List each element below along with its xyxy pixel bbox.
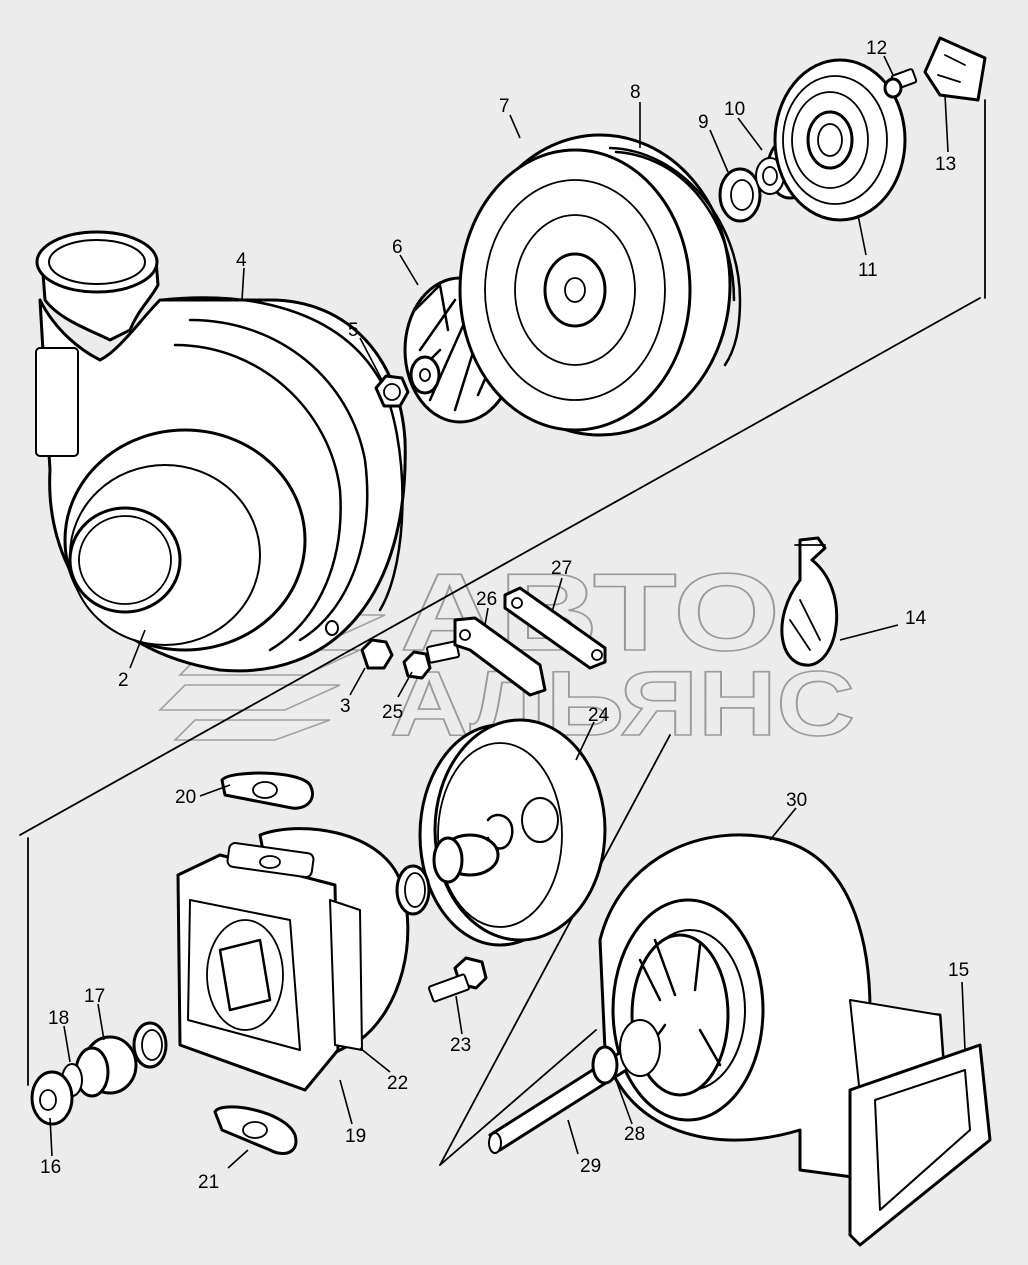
bolt-23 [427, 956, 488, 1003]
seal-16 [30, 1070, 74, 1126]
callout-27: 27 [551, 558, 572, 579]
callout-9: 9 [698, 112, 709, 133]
snap-ring-lower [132, 1021, 168, 1069]
callout-25: 25 [382, 702, 403, 723]
gasket-20 [220, 771, 314, 810]
callout-24: 24 [588, 705, 610, 726]
section-lines [19, 99, 986, 1166]
ring-9 [718, 167, 762, 223]
callout-30: 30 [786, 790, 807, 811]
screw-12 [883, 68, 918, 99]
callout-15: 15 [948, 960, 969, 981]
bolt-25 [402, 640, 460, 680]
heat-shield [418, 718, 607, 947]
compressor-housing [35, 230, 407, 673]
spacer-collar [432, 833, 500, 884]
callout-4: 4 [236, 250, 247, 271]
callout-29: 29 [580, 1156, 601, 1177]
plate-22 [329, 899, 363, 1051]
callout-10: 10 [724, 99, 745, 120]
bearing-housing [176, 827, 410, 1092]
callout-11: 11 [858, 260, 878, 281]
bearing-17 [74, 1035, 138, 1098]
callout-18: 18 [48, 1008, 69, 1029]
snap-ring-upper [395, 864, 431, 916]
callout-2: 2 [118, 670, 129, 691]
callout-12: 12 [866, 38, 887, 59]
callout-28: 28 [624, 1124, 645, 1145]
callout-26: 26 [476, 589, 497, 610]
callout-3: 3 [340, 696, 351, 717]
callout-20: 20 [175, 787, 196, 808]
clamp-plate-26 [453, 616, 547, 697]
callout-5: 5 [348, 320, 359, 341]
callout-8: 8 [630, 82, 641, 103]
back-plate [458, 133, 732, 437]
nut-3 [325, 620, 394, 670]
piston-ring-28 [591, 1045, 619, 1085]
callout-22: 22 [387, 1073, 408, 1094]
callout-14: 14 [905, 608, 927, 629]
callout-23: 23 [450, 1035, 471, 1056]
seal-kit-bag [780, 536, 839, 667]
callout-6: 6 [392, 237, 403, 258]
o-ring-8 [608, 146, 742, 367]
callout-13: 13 [935, 154, 956, 175]
leader-lines [49, 55, 966, 1169]
callout-19: 19 [345, 1126, 366, 1147]
gasket-21 [213, 1105, 298, 1155]
lock-plate-13 [923, 36, 987, 102]
callout-16: 16 [40, 1157, 61, 1178]
clamp-plate-27 [503, 586, 607, 670]
callout-17: 17 [84, 986, 105, 1007]
gasket-15 [848, 1043, 992, 1247]
watermark: АВТО АЛЬЯНС [158, 550, 856, 756]
thrust-flange [773, 58, 907, 222]
callout-21: 21 [198, 1172, 219, 1193]
callout-numbers: 2 3 4 5 6 7 8 9 10 11 12 13 14 15 16 17 … [40, 38, 969, 1193]
callout-7: 7 [499, 96, 510, 117]
nut-5 [374, 374, 410, 408]
